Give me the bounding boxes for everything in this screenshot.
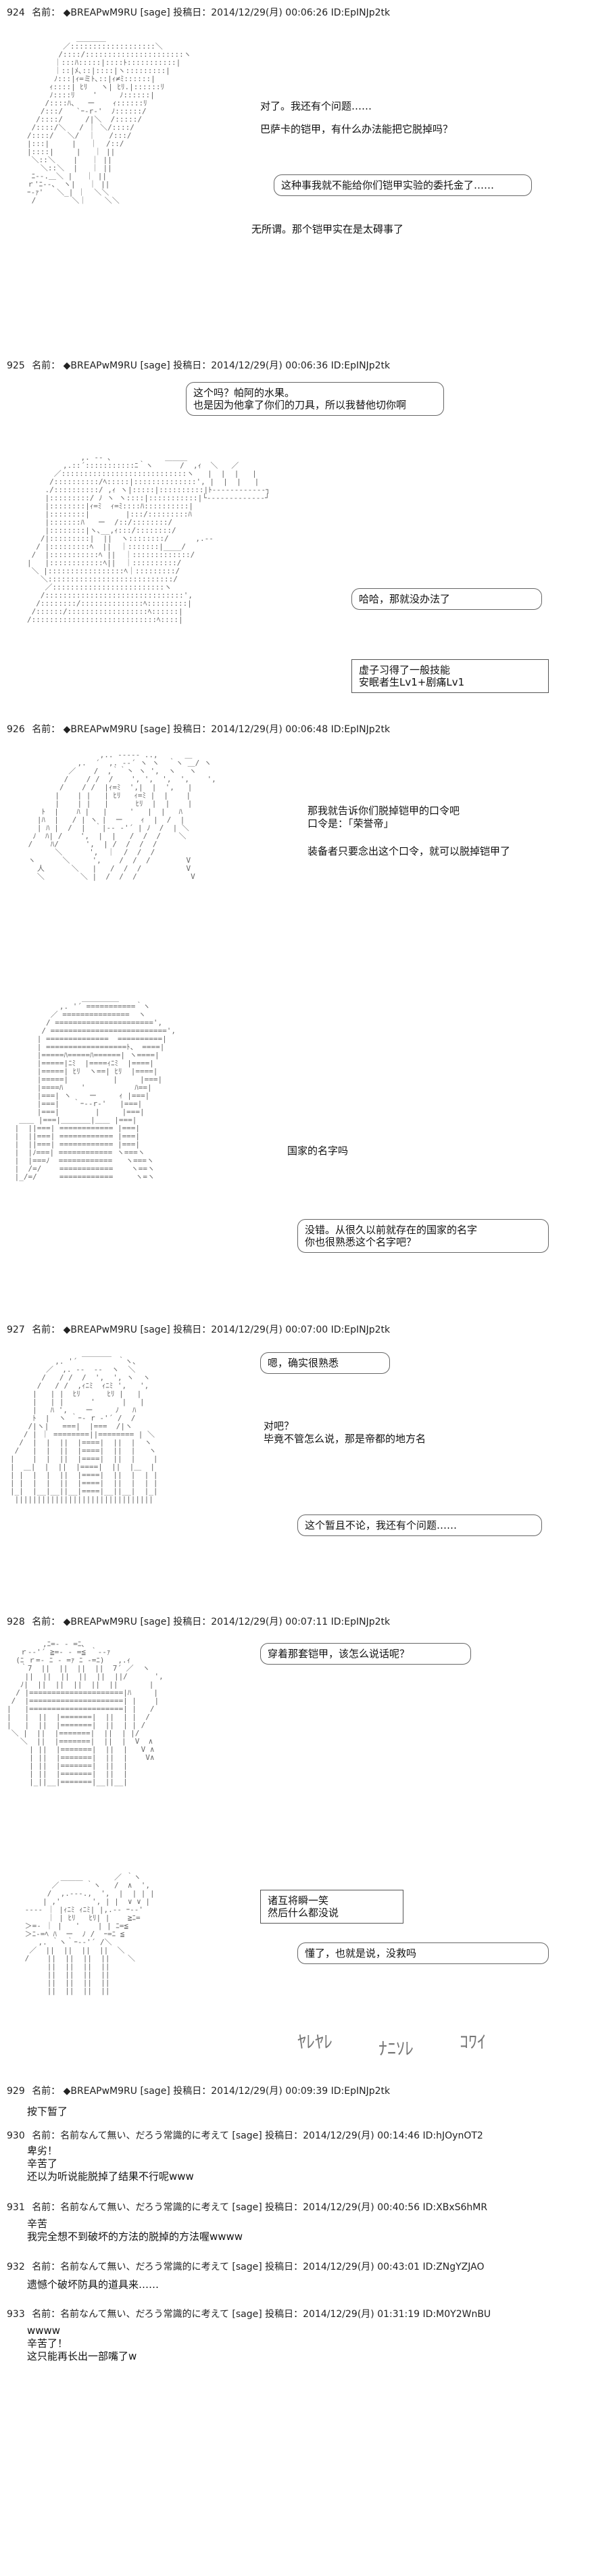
narration-box: 诸互将瞬一笑 然后什么都没说 — [260, 1890, 403, 1924]
post-id[interactable]: ID:EpINJp2tk — [330, 7, 391, 18]
speech-bubble: 哈哈，那就没办法了 — [351, 588, 542, 610]
poster-name: ◆BREAPwM9RU — [63, 1325, 138, 1335]
narration-box: 虚子习得了一般技能 安眠者生Lv1+剧痛Lv1 — [351, 659, 549, 693]
speech-bubble: 懂了，也就是说，没救吗 — [297, 1942, 549, 1964]
post-header: 926 名前： ◆BREAPwM9RU [sage] 投稿日：2014/12/2… — [7, 722, 390, 736]
poster-name: ◆BREAPwM9RU — [63, 360, 138, 371]
mail-field: [sage] — [140, 2086, 170, 2097]
reply-meta: 名前：名前なんて無い、だろう常識的に考えて [sage] 投稿日：2014/12… — [32, 2202, 488, 2213]
post-date: 投稿日：2014/12/29(月) 00:07:11 — [173, 1617, 328, 1627]
ascii-art-character: ＿＿＿＿ ,. '´ ｀ヽ、 ／ ,. -‐ ‐- ヽ ＼ / / / / ',… — [10, 1349, 158, 1504]
speech-bubble: 这种事我就不能给你们铠甲实验的委托金了…… — [274, 174, 532, 196]
reply-header: 933 名前：名前なんて無い、だろう常識的に考えて [sage] 投稿日：201… — [7, 2307, 491, 2320]
ascii-art-character: ,.. -‐-‐- .., ＿ ,. ´ ,. -‐´ ヽ ヽ ｀ヽ ＿/ ヽ … — [28, 750, 216, 881]
reply-number[interactable]: 932 — [7, 2262, 25, 2272]
mail-field: [sage] — [140, 1617, 170, 1627]
name-label: 名前： — [32, 2086, 61, 2097]
post-body: 按下暂了 — [27, 2105, 68, 2118]
dialogue-line: 那我就告诉你们脱掉铠甲的口令吧 口令是：「荣誉帝」 — [308, 805, 460, 830]
post-id[interactable]: ID:EpINJp2tk — [330, 1325, 391, 1335]
post-header: 927 名前： ◆BREAPwM9RU [sage] 投稿日：2014/12/2… — [7, 1322, 390, 1336]
post-number[interactable]: 928 — [7, 1617, 25, 1627]
name-label: 名前： — [32, 360, 61, 371]
post-number[interactable]: 924 — [7, 7, 25, 18]
reply-meta: 名前：名前なんて無い、だろう常識的に考えて [sage] 投稿日：2014/12… — [32, 2130, 483, 2141]
speech-bubble: 这个暂且不论，我还有个问题…… — [297, 1514, 542, 1536]
sound-effect: ｺﾜｲ — [460, 2032, 487, 2053]
speech-bubble: 嗯，确实很熟悉 — [260, 1352, 390, 1374]
reply-header: 932 名前：名前なんて無い、だろう常識的に考えて [sage] 投稿日：201… — [7, 2260, 485, 2273]
reply-header: 930 名前：名前なんて無い、だろう常識的に考えて [sage] 投稿日：201… — [7, 2128, 483, 2142]
poster-name: ◆BREAPwM9RU — [63, 724, 138, 735]
reply-meta: 名前：名前なんて無い、だろう常識的に考えて [sage] 投稿日：2014/12… — [32, 2262, 485, 2272]
reply-number[interactable]: 931 — [7, 2202, 25, 2213]
post-date: 投稿日：2014/12/29(月) 00:06:26 — [173, 7, 328, 18]
reply-body: wwww 辛苦了！ 这只能再长出一部嘴了w — [27, 2324, 137, 2362]
post-header: 924 名前： ◆BREAPwM9RU [sage] 投稿日：2014/12/2… — [7, 5, 390, 19]
reply-number[interactable]: 930 — [7, 2130, 25, 2141]
post-number[interactable]: 925 — [7, 360, 25, 371]
dialogue-line: 无所谓。那个铠甲实在是太碍事了 — [251, 223, 404, 235]
post-number[interactable]: 927 — [7, 1325, 25, 1335]
reply-body: 遗憾个破坏防具的道具来…… — [27, 2279, 159, 2291]
name-label: 名前： — [32, 724, 61, 735]
reply-body: 卑劣！ 辛苦了 还以为听说能脱掉了结果不行呢www — [27, 2145, 194, 2183]
speech-bubble: 没错。从很久以前就存在的国家的名字 你也很熟悉这个名字吧？ — [297, 1219, 549, 1253]
sound-effect: ﾅﾆｿﾚ — [378, 2039, 414, 2059]
post-number[interactable]: 926 — [7, 724, 25, 735]
speech-bubble: 这个吗？帕阿的水果。 也是因为他拿了你们的刀具，所以我替他切你啊 — [186, 382, 444, 416]
ascii-art-character: ＿＿＿ ／ ｀ヽ ／ ｀ヽ / ∧ ', / ,.-‐-., ', | | | … — [24, 1873, 155, 1995]
reply-number[interactable]: 933 — [7, 2309, 25, 2320]
post-date: 投稿日：2014/12/29(月) 00:06:36 — [173, 360, 328, 371]
speech-bubble: 穿着那套铠甲，该怎么说话呢？ — [260, 1643, 471, 1665]
poster-name: ◆BREAPwM9RU — [63, 7, 138, 18]
ascii-art-character: ,ﾆ=- ‐ =ﾆ､ ｒ-‐'´ ≧=- ‐ =≦ ｀‐-ｧ (ﾆ ｒ=‐ ﾆ … — [7, 1640, 164, 1786]
dialogue-line: 巴萨卡的铠甲，有什么办法能把它脱掉吗？ — [260, 123, 453, 135]
dialogue-line: 对了。我还有个问题…… — [260, 100, 372, 112]
reply-meta: 名前：名前なんて無い、だろう常識的に考えて [sage] 投稿日：2014/12… — [32, 2309, 491, 2320]
dialogue-line: 对吧？ 毕竟不管怎么说，那是帝都的地方名 — [264, 1420, 426, 1445]
post-date: 投稿日：2014/12/29(月) 00:07:00 — [173, 1325, 328, 1335]
post-date: 投稿日：2014/12/29(月) 00:09:39 — [173, 2086, 328, 2097]
dialogue-line: 装备者只要念出这个口令，就可以脱掉铠甲了 — [308, 845, 511, 857]
reply-body: 辛苦 我完全想不到破坏的方法的脱掉的方法喔wwww — [27, 2218, 243, 2243]
mail-field: [sage] — [140, 7, 170, 18]
post-id[interactable]: ID:EpINJp2tk — [330, 724, 391, 735]
post-date: 投稿日：2014/12/29(月) 00:06:48 — [173, 724, 328, 735]
mail-field: [sage] — [140, 360, 170, 371]
name-label: 名前： — [32, 7, 61, 18]
reply-header: 931 名前：名前なんて無い、だろう常識的に考えて [sage] 投稿日：201… — [7, 2200, 487, 2214]
sound-effect: ﾔﾚﾔﾚ — [297, 2032, 333, 2053]
name-label: 名前： — [32, 1617, 61, 1627]
ascii-art-character: ,. -‐ ､ ＿＿＿ ,.::´:::::::::::ﾆ｀ヽ / ,ｨ ＼ ／… — [27, 453, 270, 624]
name-label: 名前： — [32, 1325, 61, 1335]
post-number[interactable]: 929 — [7, 2086, 25, 2097]
post-header: 925 名前： ◆BREAPwM9RU [sage] 投稿日：2014/12/2… — [7, 358, 390, 372]
post-id[interactable]: ID:EpINJp2tk — [330, 360, 391, 371]
mail-field: [sage] — [140, 1325, 170, 1335]
dialogue-line: 国家的名字吗 — [287, 1145, 349, 1157]
poster-name: ◆BREAPwM9RU — [63, 1617, 138, 1627]
post-header: 928 名前： ◆BREAPwM9RU [sage] 投稿日：2014/12/2… — [7, 1615, 390, 1628]
ascii-art-character: ＿＿＿＿ ／:::::::::::::::::::＼ /::::/:::::::… — [27, 34, 191, 205]
post-id[interactable]: ID:EpINJp2tk — [330, 1617, 391, 1627]
post-header: 929 名前： ◆BREAPwM9RU [sage] 投稿日：2014/12/2… — [7, 2084, 390, 2097]
poster-name: ◆BREAPwM9RU — [63, 2086, 138, 2097]
post-id[interactable]: ID:EpINJp2tk — [330, 2086, 391, 2097]
ascii-art-character: ＿＿＿＿＿ ,. '´ ===========｀ヽ ／ ============… — [14, 994, 176, 1181]
mail-field: [sage] — [140, 724, 170, 735]
